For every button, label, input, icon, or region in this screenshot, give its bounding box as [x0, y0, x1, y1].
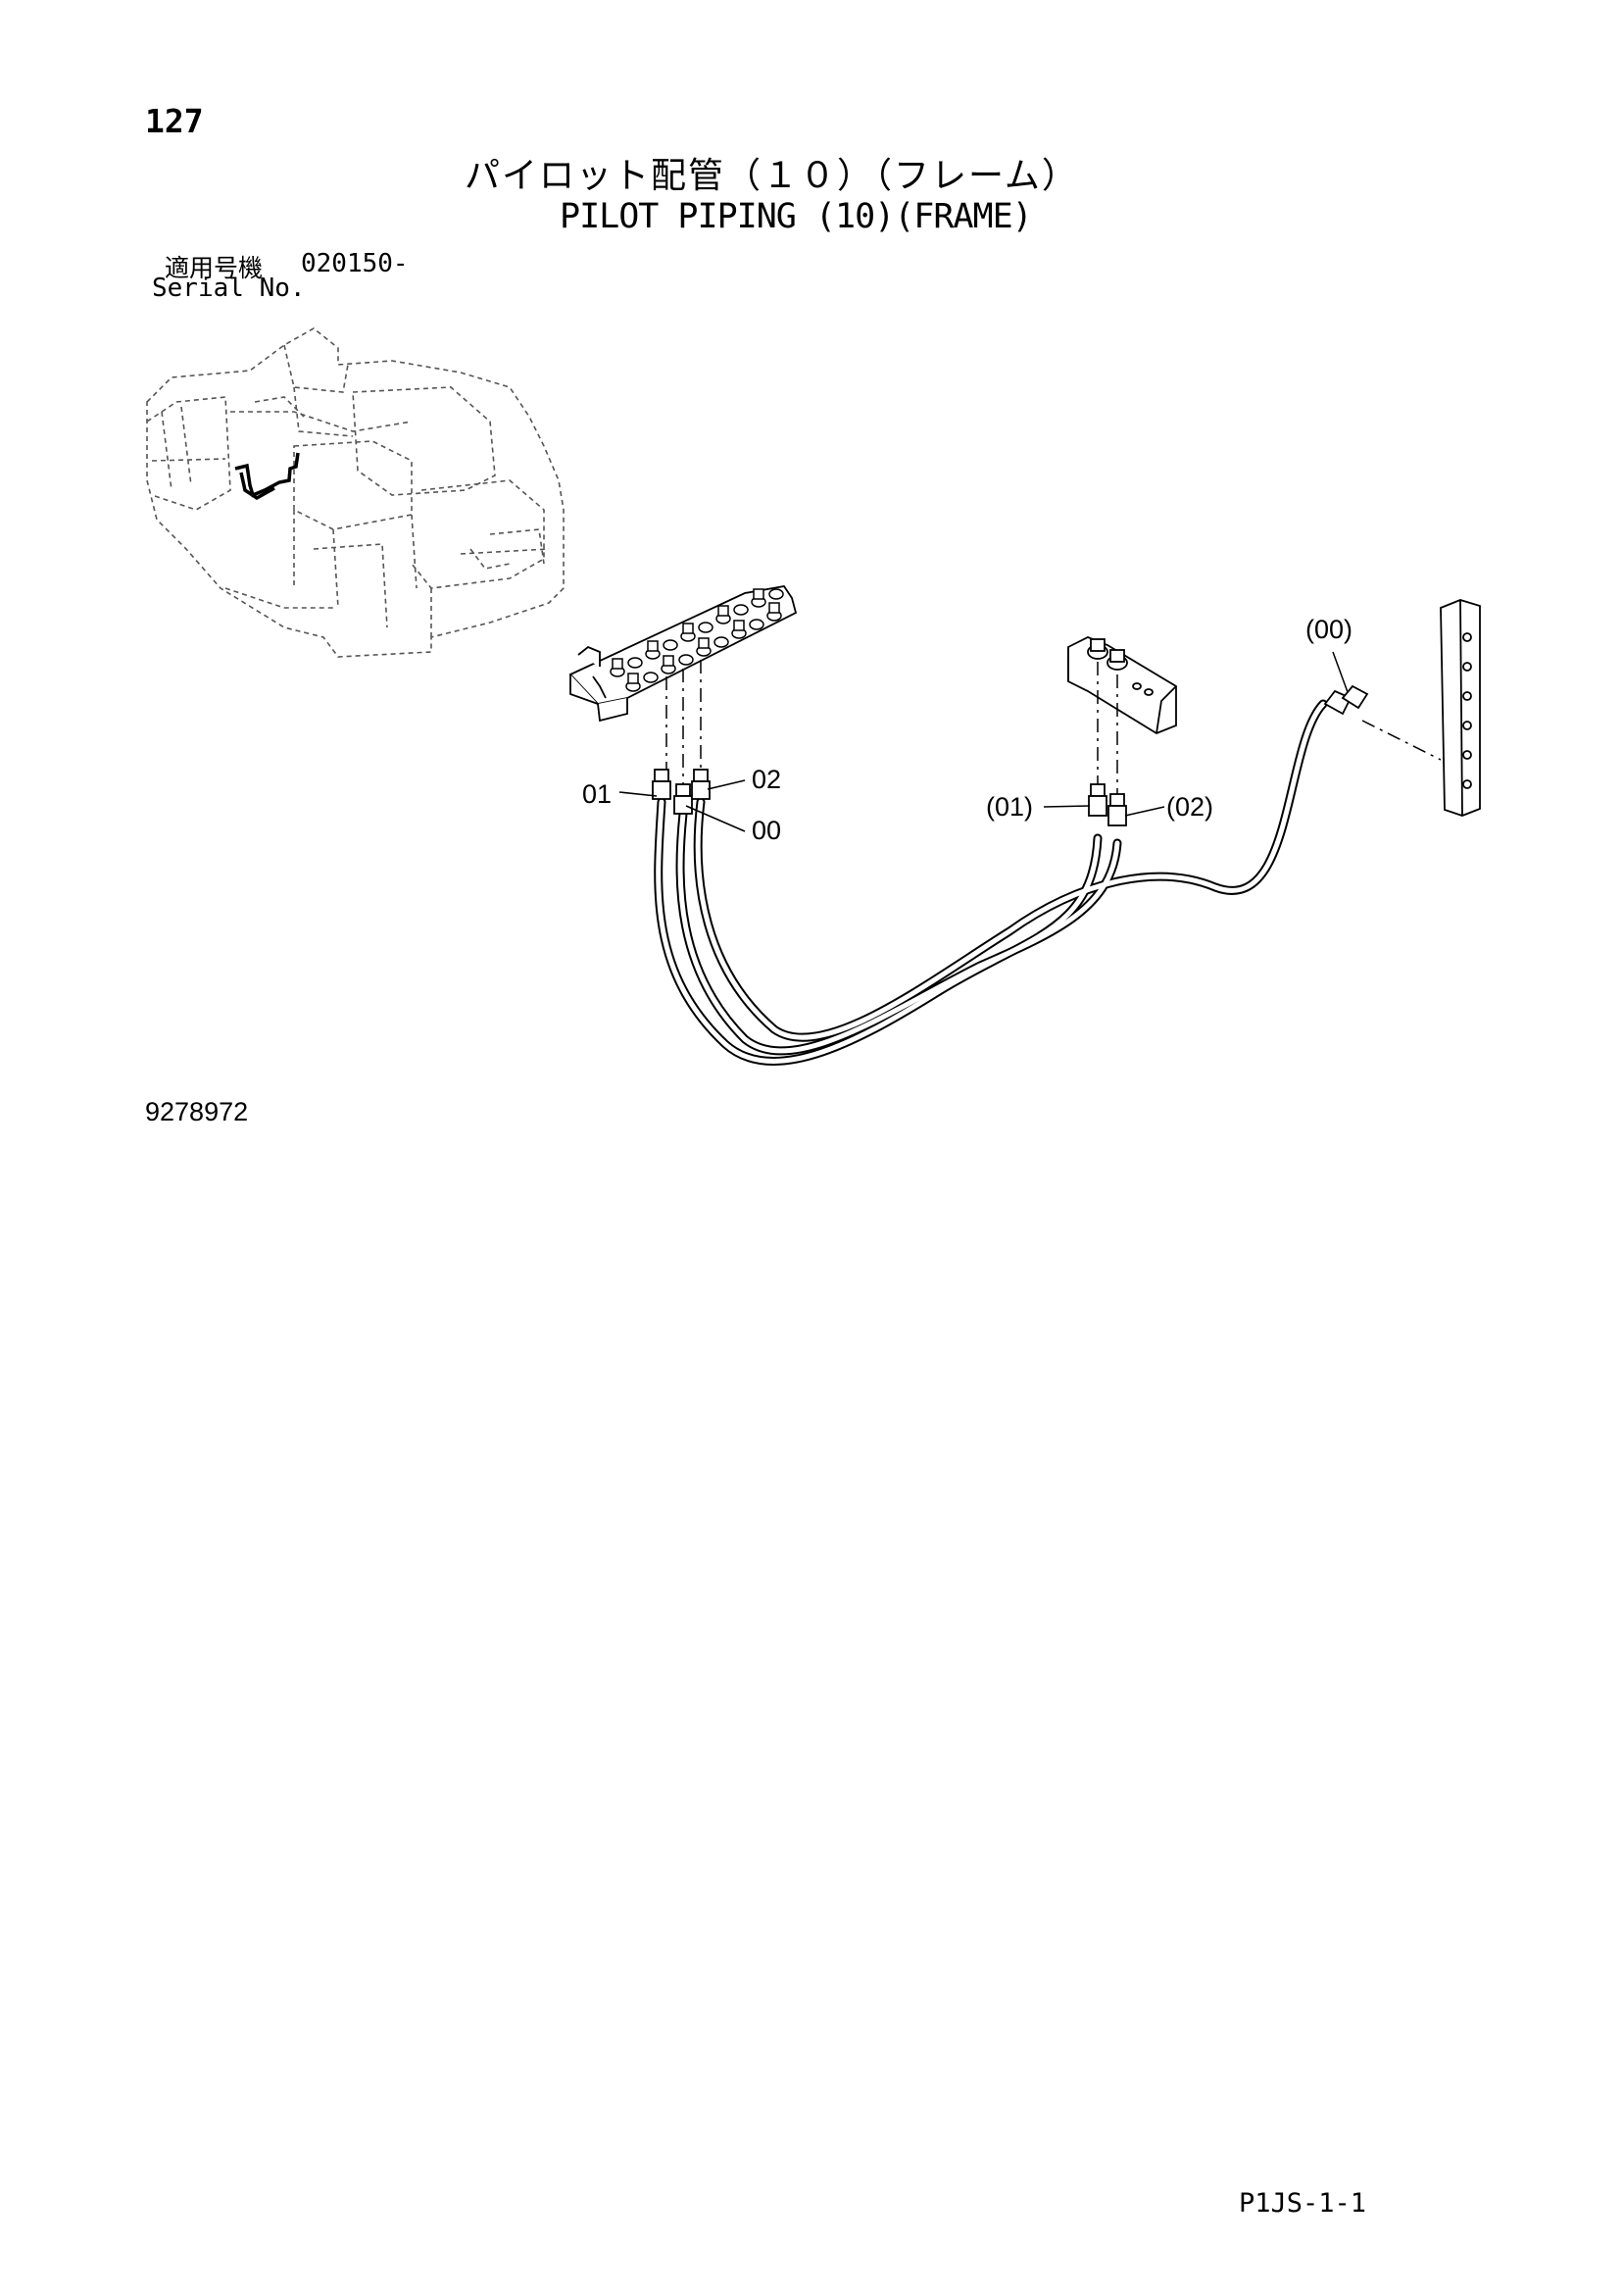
callout-leader-lines [618, 651, 1349, 832]
callout-far-00: (00) [1305, 615, 1353, 644]
left-manifold-fittings [610, 588, 784, 692]
callout-left-02: 02 [752, 765, 782, 794]
overview-highlighted-piping [234, 452, 300, 501]
left-manifold-block [568, 585, 798, 723]
drawing-number: 9278972 [145, 1097, 249, 1126]
page-title-japanese: パイロット配管（１０）（フレーム） [465, 156, 1079, 196]
far-right-plate [1440, 599, 1481, 817]
far-right-guide-line [1361, 720, 1442, 761]
callout-right-01: (01) [986, 792, 1034, 822]
serial-number-value: 020150- [301, 249, 409, 278]
serial-label-japanese: 適用号機 [165, 254, 264, 282]
pilot-hoses [654, 699, 1328, 1066]
footer-page-code: P1JS-1-1 [1239, 2188, 1367, 2219]
right-bracket [1067, 636, 1177, 735]
machine-overview-illustration [146, 327, 565, 658]
left-guide-lines [665, 660, 702, 784]
right-guide-lines [1097, 662, 1118, 799]
page-number: 127 [145, 102, 204, 140]
callout-left-01: 01 [582, 779, 613, 809]
hose-end-fittings [652, 684, 1369, 826]
page-title-english: PILOT PIPING (10)(FRAME) [560, 197, 1033, 236]
serial-label-english: Serial No. [152, 274, 306, 303]
callout-left-00: 00 [752, 816, 782, 845]
callout-right-02: (02) [1166, 792, 1214, 822]
